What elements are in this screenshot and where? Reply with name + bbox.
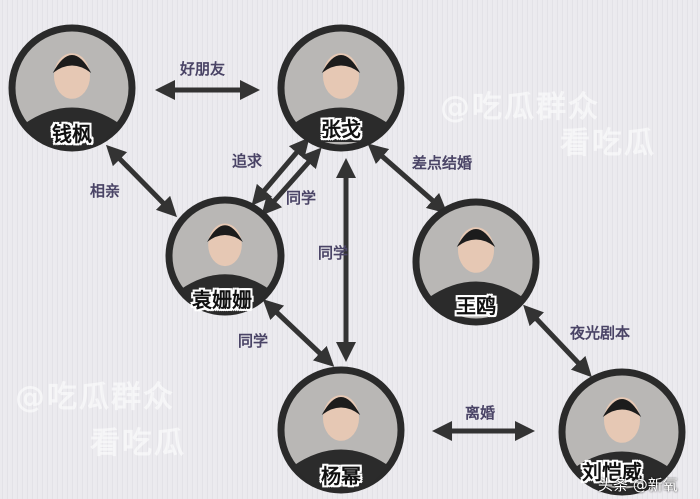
relation-label: 同学 — [286, 189, 317, 207]
relation-label: 同学 — [318, 244, 349, 262]
watermark: 看吃瓜 — [560, 126, 656, 161]
relation-label: 同学 — [238, 332, 269, 350]
relation-label: 好朋友 — [180, 60, 226, 78]
person-avatar-wangou — [412, 198, 540, 326]
relation-label: 离婚 — [465, 404, 496, 422]
relation-arrow — [262, 299, 335, 367]
person-avatar-yuanshanshan — [165, 196, 285, 316]
watermark: 看吃瓜 — [90, 426, 186, 461]
relation-arrow — [261, 147, 322, 216]
relation-label: 差点结婚 — [412, 154, 473, 172]
person-avatar-qianfeng — [8, 24, 136, 152]
relation-label: 追求 — [232, 152, 263, 170]
source-watermark: 头条 @新氧 — [598, 476, 678, 494]
relation-arrow — [105, 144, 178, 218]
person-name: 刘恺威 — [582, 460, 642, 484]
person-name: 袁姗姗 — [192, 288, 252, 312]
person-name: 杨幂 — [321, 464, 361, 488]
relation-label: 夜光剧本 — [570, 324, 631, 342]
person-name: 王鸥 — [456, 294, 496, 318]
relation-arrow — [367, 143, 448, 214]
person-avatar-liukaiwei — [558, 368, 686, 496]
person-name: 钱枫 — [52, 122, 92, 146]
person-avatar-zhangge — [277, 24, 405, 152]
relation-label: 相亲 — [90, 182, 121, 200]
person-avatar-yangmi — [277, 366, 405, 494]
watermark: @吃瓜群众 — [440, 90, 600, 125]
watermark: @吃瓜群众 — [15, 380, 175, 415]
relation-arrow — [523, 304, 592, 378]
person-name: 张戈 — [321, 117, 361, 141]
